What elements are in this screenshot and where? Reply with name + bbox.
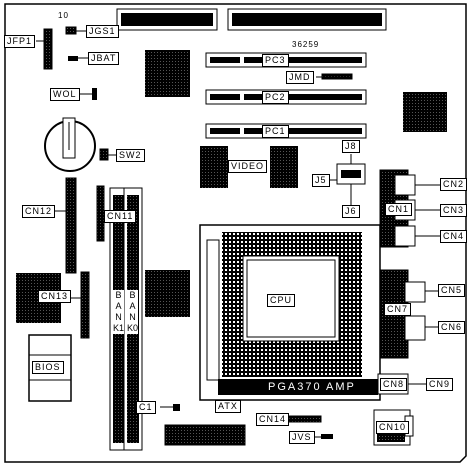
atx-connector [164,424,246,446]
c1-header [173,404,180,411]
c1-label: C1 [136,401,156,414]
chip-top-left [145,50,190,97]
jvs-header [321,434,333,439]
pin-10-label: 10 [58,11,69,20]
cn12-header [65,177,77,274]
jvs-label: JVS [289,431,315,444]
jgs1-header [65,26,77,35]
wol-connector [92,88,97,100]
bank1-label: BANK1 [113,290,125,334]
cn8-label: CN8 [380,378,408,391]
bios-label: BIOS [32,361,64,374]
cn4-label: CN4 [440,230,468,243]
chip-mid-left [145,270,190,317]
j6-label: J6 [342,205,360,218]
cn14-header [288,415,322,423]
cn7-label: CN7 [384,303,412,316]
board-number-label: 36259 [292,40,320,49]
cpu-socket [199,224,381,401]
bank0-label: BANK0 [127,290,139,334]
cn11-label: CN11 [104,210,137,223]
jfp1-header [43,28,53,70]
pc2-label: PC2 [262,91,289,104]
chip-right [403,92,447,132]
sw2-switch [99,148,109,161]
jbat-label: JBAT [88,52,120,65]
cn12-label: CN12 [22,205,56,218]
jgs1-label: JGS1 [86,25,119,38]
atx-label: ATX [215,400,241,413]
cn1-label: CN1 [385,203,413,216]
cn14-label: CN14 [256,413,290,426]
jfp1-label: JFP1 [4,35,36,48]
sw2-label: SW2 [116,149,145,162]
cn11-header [96,185,105,242]
cn13-label: CN13 [38,290,72,303]
j8-label: J8 [342,140,360,153]
cn2-label: CN2 [440,178,468,191]
cn10-label: CN10 [376,421,410,434]
cn3-label: CN3 [440,204,468,217]
cpu-label: CPU [267,294,296,307]
j5-label: J5 [312,174,330,187]
pga370-amp-label: PGA370 AMP [218,379,378,395]
jmd-label: JMD [286,71,314,84]
cn6-label: CN6 [438,321,466,334]
pc3-label: PC3 [262,54,289,67]
cn5-label: CN5 [438,284,466,297]
video-chip-1 [200,146,228,188]
video-label: VIDEO [228,160,268,173]
leader-lines [36,30,440,438]
jbat-jumper [68,56,78,61]
video-chip-2 [270,146,298,188]
wol-label: WOL [50,88,80,101]
cn9-label: CN9 [426,378,454,391]
pc1-label: PC1 [262,125,289,138]
